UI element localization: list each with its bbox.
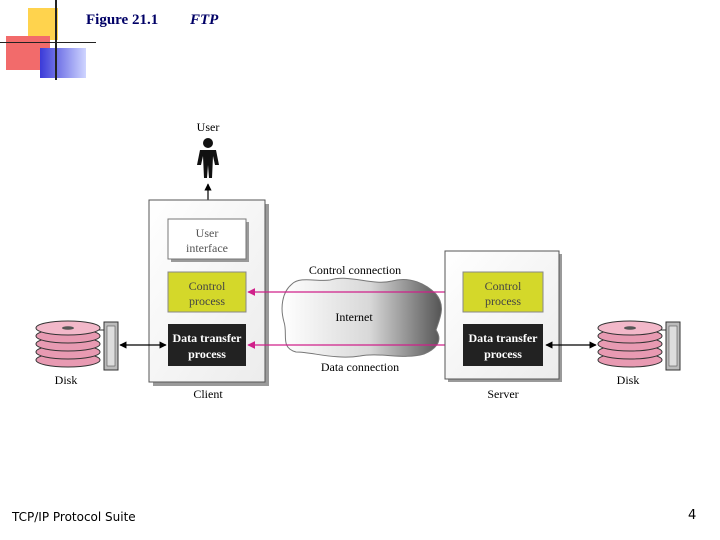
deco-blue-square bbox=[40, 48, 86, 78]
server-disk-label: Disk bbox=[617, 373, 640, 387]
user-icon bbox=[197, 138, 219, 178]
deco-yellow-square bbox=[28, 8, 58, 40]
client-control-process-box bbox=[167, 271, 247, 313]
server-dtp-box bbox=[463, 324, 543, 366]
server-dtp-label-1: Data transfer bbox=[469, 331, 539, 345]
internet-label: Internet bbox=[335, 310, 373, 324]
client-label: Client bbox=[193, 387, 223, 401]
footer-suite: TCP/IP Protocol Suite bbox=[12, 510, 136, 524]
figure-number: Figure 21.1 bbox=[86, 12, 159, 28]
deco-horizontal-line bbox=[0, 42, 96, 43]
server-control-label-1: Control bbox=[485, 279, 522, 293]
user-interface-label-1: User bbox=[196, 226, 219, 240]
server-control-label-2: process bbox=[485, 294, 521, 308]
client-control-label-2: process bbox=[189, 294, 225, 308]
user-interface-label-2: interface bbox=[186, 241, 228, 255]
client-dtp-label-2: process bbox=[188, 347, 226, 361]
client-dtp-label-1: Data transfer bbox=[173, 331, 243, 345]
server-dtp-label-2: process bbox=[484, 347, 522, 361]
deco-vertical-line bbox=[55, 0, 57, 80]
client-disk-label: Disk bbox=[55, 373, 78, 387]
client-dtp-box bbox=[168, 324, 246, 366]
client-control-label-1: Control bbox=[189, 279, 226, 293]
data-connection-label: Data connection bbox=[321, 360, 399, 374]
user-label: User bbox=[197, 120, 220, 134]
user-interface-box bbox=[167, 218, 247, 260]
server-disk-icon bbox=[597, 320, 681, 371]
control-connection-label: Control connection bbox=[309, 263, 401, 277]
server-control-process-box bbox=[462, 271, 544, 313]
client-disk-icon bbox=[35, 320, 119, 371]
figure-title: FTP bbox=[190, 12, 219, 28]
footer-page-number: 4 bbox=[688, 508, 697, 523]
server-label: Server bbox=[487, 387, 518, 401]
